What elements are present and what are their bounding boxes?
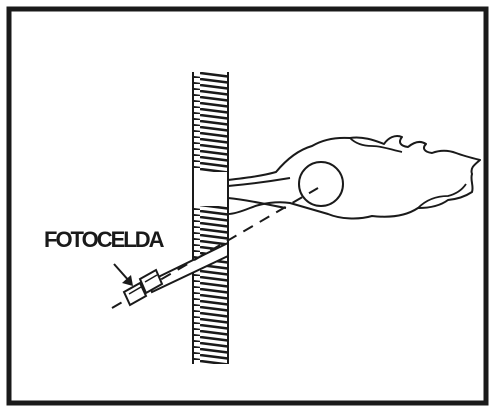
photocell-label: FOTOCELDA xyxy=(44,227,165,252)
flame-tongue-detail xyxy=(349,137,403,153)
photocell-icon xyxy=(122,268,164,307)
flame-core-line xyxy=(227,177,291,187)
outer-frame xyxy=(6,6,489,406)
wall-lower-section xyxy=(192,206,229,364)
flame xyxy=(227,134,481,220)
wall-upper-section xyxy=(192,72,229,172)
burner-port xyxy=(192,172,229,206)
flame-core-line xyxy=(227,197,287,209)
flame-focus-circle xyxy=(298,161,344,207)
photocell-pointer-arrow xyxy=(113,263,133,286)
flame-tongue-detail xyxy=(417,183,467,209)
